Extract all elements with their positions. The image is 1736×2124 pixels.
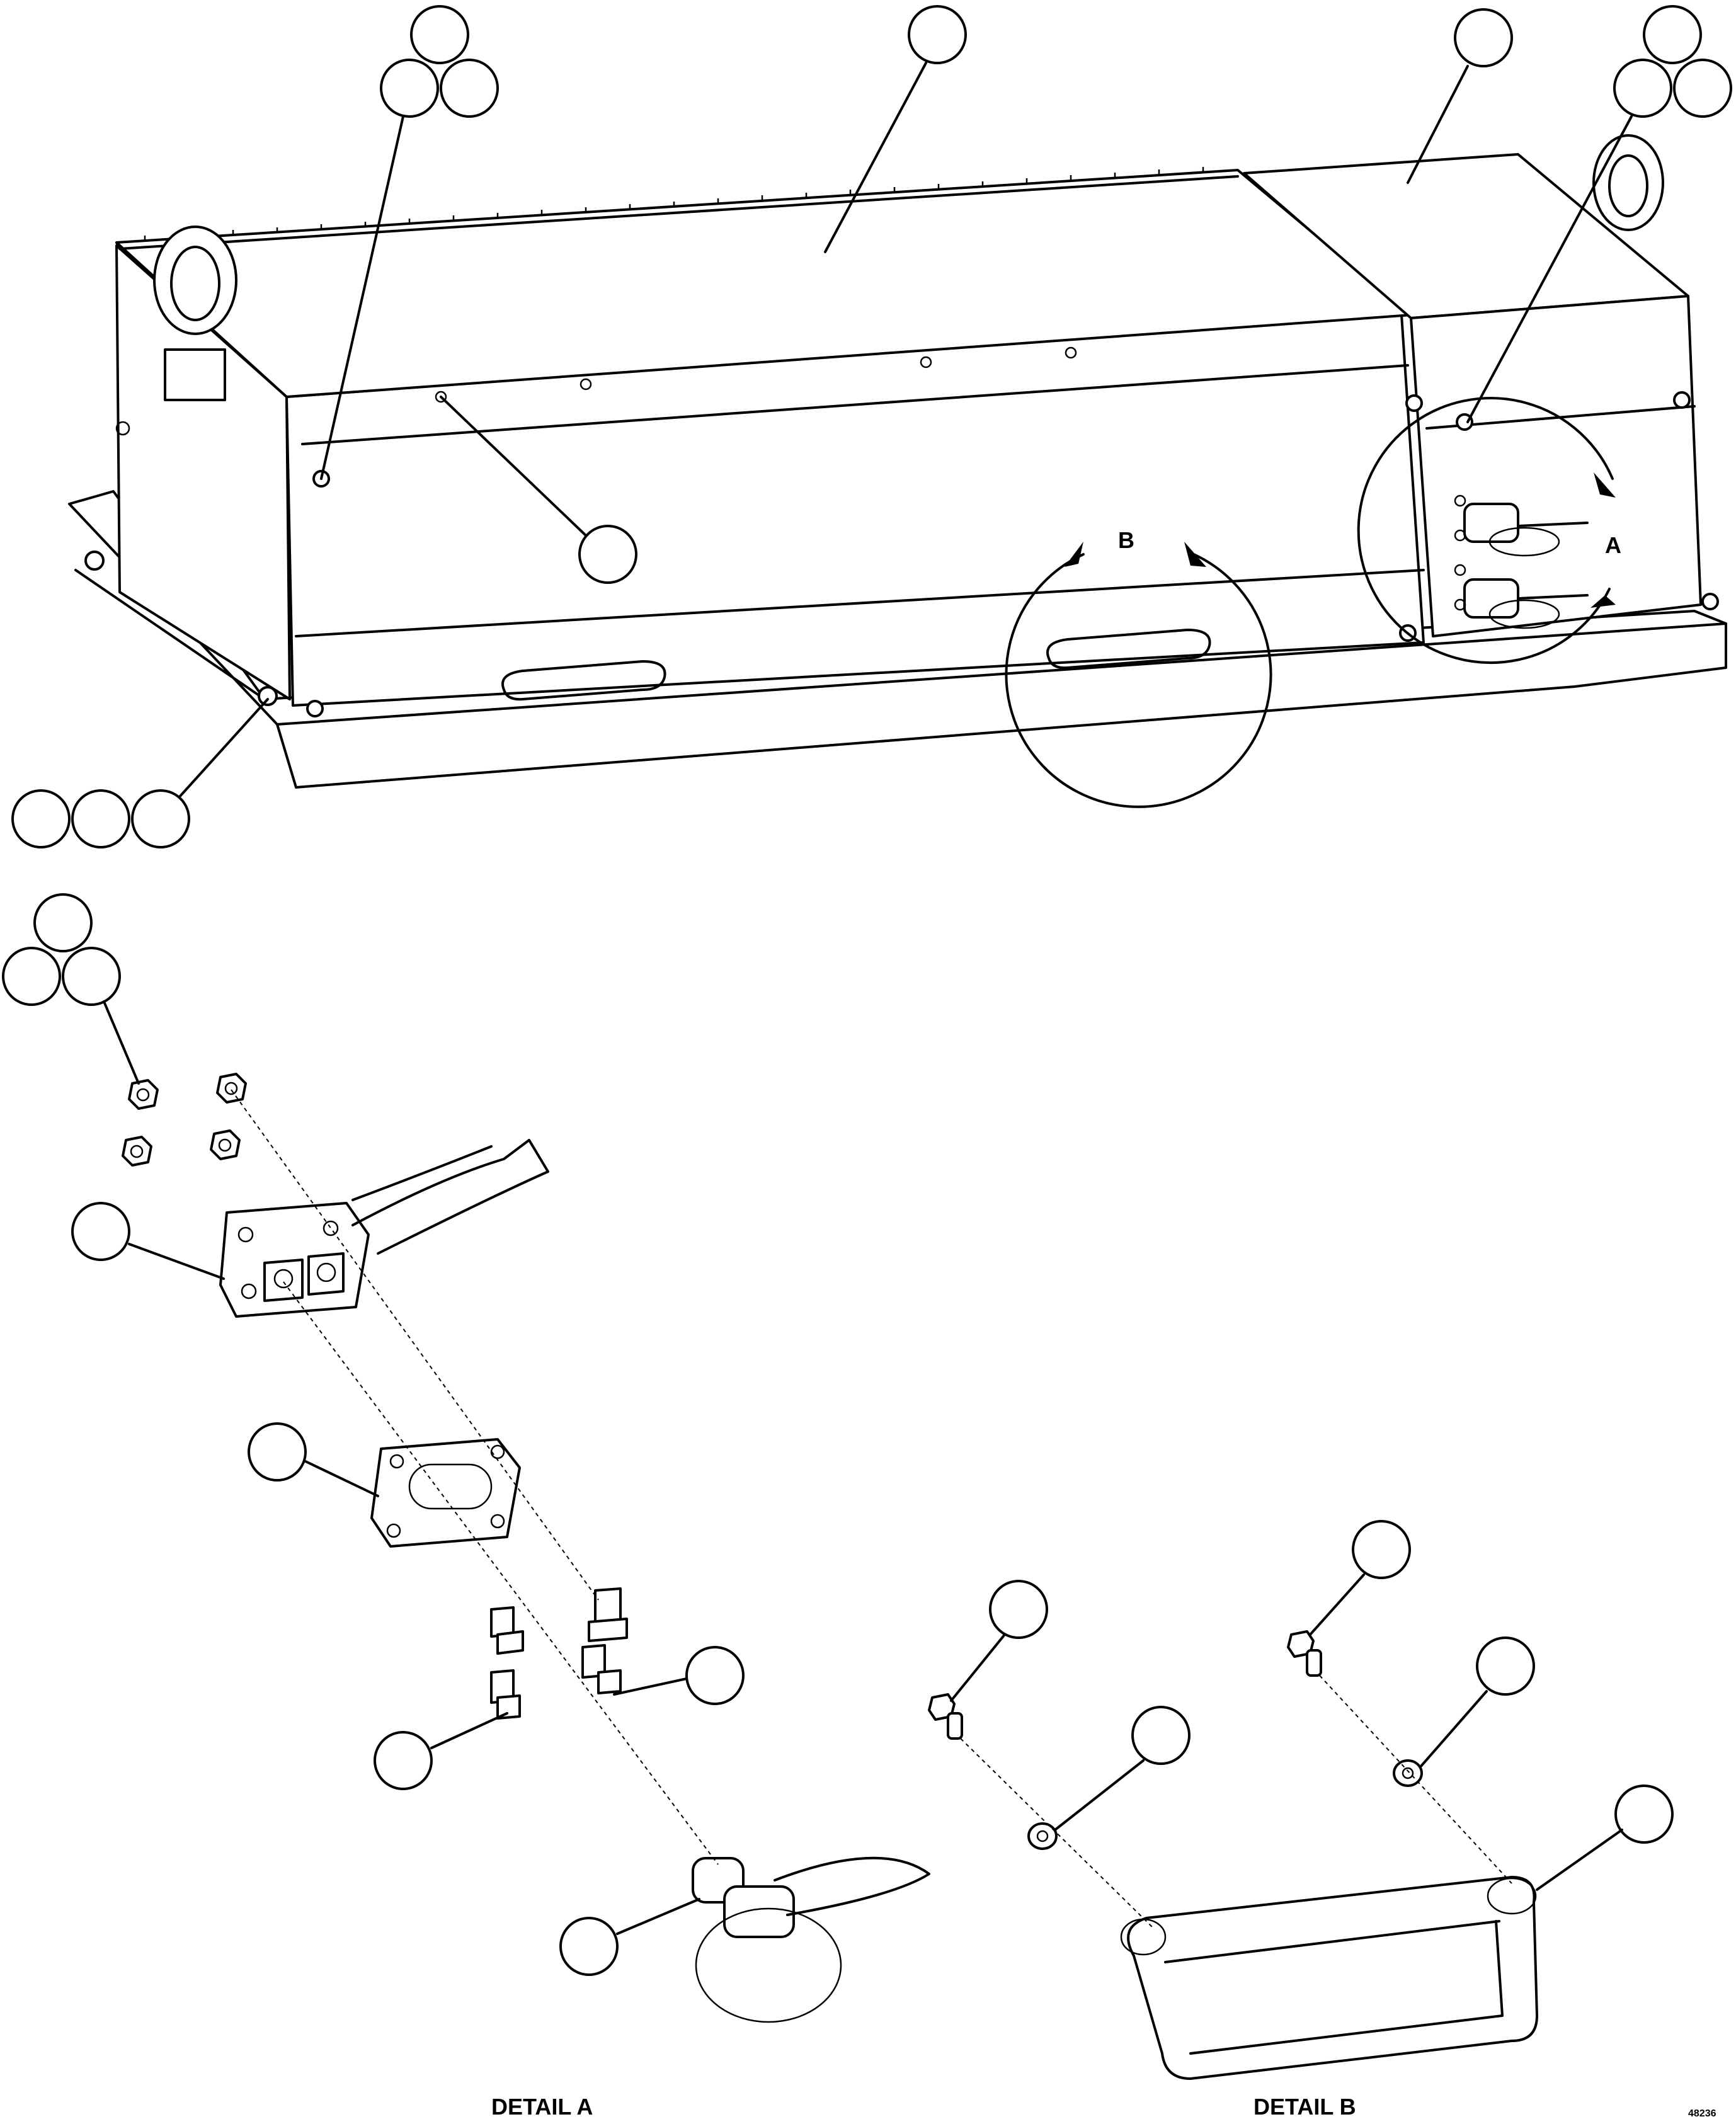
view-a-label: A xyxy=(1605,532,1621,558)
detail-a-bolts xyxy=(490,1587,628,1720)
detail-b-exploded xyxy=(928,1630,1538,2080)
detail-a-exploded xyxy=(122,1073,930,2023)
front-handle-left xyxy=(501,660,666,701)
drawing-number: 48236 xyxy=(1688,2108,1716,2119)
detail-a-title: DETAIL A xyxy=(491,2094,593,2120)
right-compartment-panel xyxy=(1410,295,1702,637)
lifting-eye-left xyxy=(153,226,237,401)
detail-b-handle xyxy=(1127,1876,1538,2080)
callout-balloons-detail-a xyxy=(2,893,745,1976)
detail-a-callout-circle: A xyxy=(1357,397,1621,664)
detail-a-nuts xyxy=(122,1073,247,1167)
detail-a-dust-cap xyxy=(692,1856,930,2023)
detail-b-washers xyxy=(1027,1759,1423,1850)
toolbox-assembly xyxy=(68,134,1727,789)
view-b-label: B xyxy=(1118,527,1134,553)
lid-hinge xyxy=(144,167,1204,241)
detail-b-title: DETAIL B xyxy=(1253,2094,1356,2120)
front-handle-right xyxy=(1046,629,1211,670)
detail-b-bolt-left xyxy=(928,1693,963,1740)
callout-balloons-main xyxy=(11,5,1732,848)
detail-b-bolt-right xyxy=(1287,1630,1322,1677)
detail-a-gasket xyxy=(370,1438,521,1548)
detail-b-callout-circle: B xyxy=(1005,527,1272,808)
hydraulic-couplers xyxy=(1454,494,1589,629)
lifting-eye-right xyxy=(1592,134,1664,231)
callout-balloons-detail-b xyxy=(950,1520,1674,1891)
detail-a-flange-coupler xyxy=(219,1139,549,1318)
